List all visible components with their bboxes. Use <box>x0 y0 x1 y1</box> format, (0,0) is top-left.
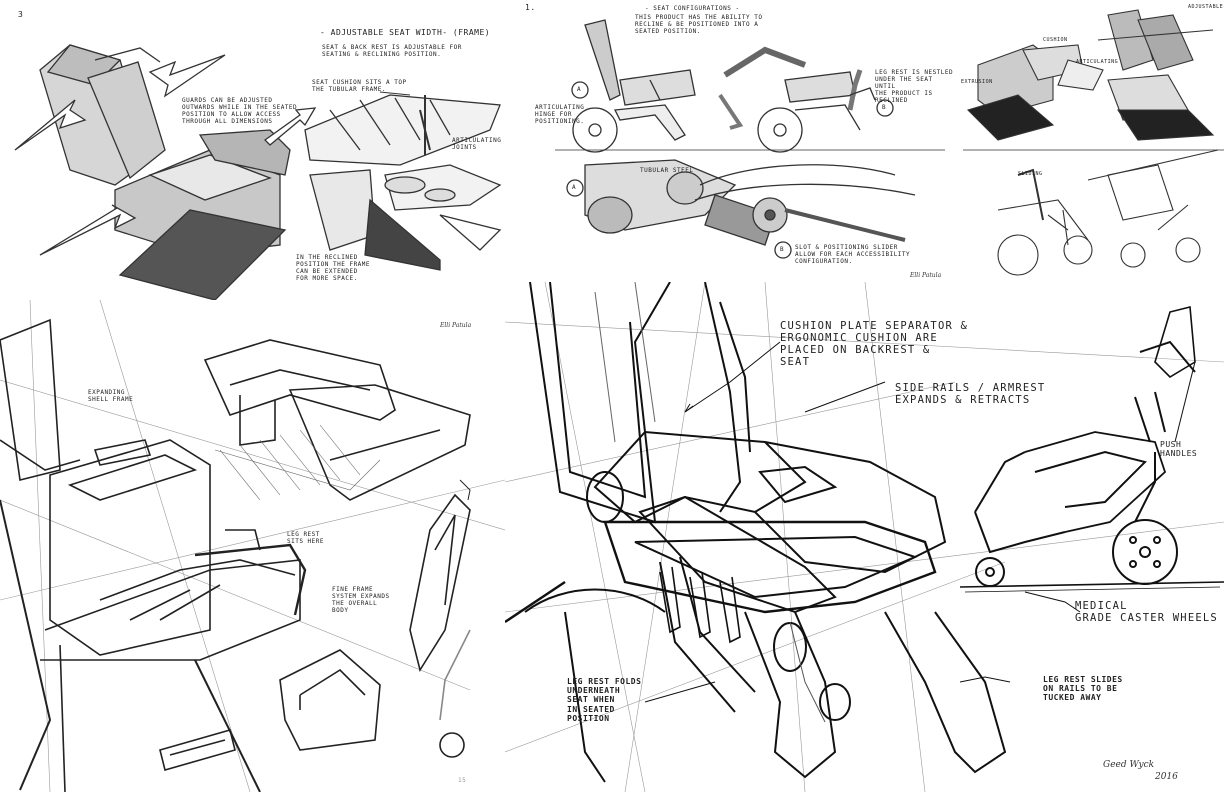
note-legrest-folds: Leg rest folds underneath seat when in s… <box>567 677 642 723</box>
note-guards: Guards can be adjusted outwards while in… <box>182 97 298 125</box>
artist-signature: Geed Wyck <box>1103 760 1155 770</box>
note-push-handles: Push handles <box>1160 440 1198 459</box>
artist-signature: Elli Patula <box>440 322 472 329</box>
note-fine-frame: Fine frame system expands the overall bo… <box>332 586 390 614</box>
callout-label-b: B <box>882 104 887 111</box>
note-joints: Articulating joints <box>452 137 502 151</box>
seat-configurations-sketch <box>555 19 945 259</box>
callout-label-a-detail: A <box>572 184 577 191</box>
note-reclined: In the reclined position the frame can b… <box>296 254 371 282</box>
note-legrest-sits: Leg rest sits here <box>287 531 325 545</box>
callout-label-b-detail: B <box>780 246 785 253</box>
sketch-panel-final-wheelchair: Cushion plate separator & ergonomic cush… <box>505 282 1224 792</box>
signature-date: 2016 <box>1155 772 1178 782</box>
note-slot: Slot & positioning slider allow for each… <box>795 244 911 265</box>
page-marker: 15 <box>458 777 467 784</box>
sketch-panel-seat-width: 3 - Adjustable Seat Width- (Frame) Seat … <box>0 0 510 300</box>
note-tubular: Tubular steel <box>640 167 694 174</box>
note-caster-wheels: Medical grade caster wheels <box>1075 600 1218 625</box>
note-cushion-plate: Cushion plate separator & ergonomic cush… <box>780 320 969 369</box>
note-legrest: Leg rest is nestled under the seat until… <box>875 69 954 104</box>
sketch-header: - Seat Configurations - <box>645 5 740 12</box>
seat-width-sketch <box>14 44 502 300</box>
note-extrusion: Extrusion <box>961 79 993 85</box>
sketch-subheader: Seat & Back Rest is Adjustable for Seati… <box>322 44 462 58</box>
sketch-panel-seat-configurations: 1. - Seat Configurations - This product … <box>515 0 955 290</box>
note-sliding: Sliding <box>1018 171 1043 177</box>
sketch-header: - Adjustable Seat Width- (Frame) <box>320 28 491 37</box>
note-expanding-shell: Expanding shell frame <box>88 389 134 403</box>
note-legrest-slides: Leg rest slides on rails to be tucked aw… <box>1043 675 1123 703</box>
page-number: 3 <box>18 10 24 19</box>
sketch-subheader: This product has the ability to recline … <box>635 14 763 35</box>
page-number: 1. <box>525 3 536 12</box>
callout-label-a: A <box>577 86 582 93</box>
note-articulating: Articulating <box>1076 59 1119 65</box>
note-adjustable: Adjustable <box>1188 4 1224 10</box>
note-hinge: Articulating hinge for positioning. <box>535 104 585 125</box>
exploded-view-sketch <box>963 9 1224 276</box>
sketch-panel-exploded: Extrusion Adjustable Cushion Articulatin… <box>958 0 1224 290</box>
shell-frame-sketch <box>0 300 505 792</box>
artist-signature: Elli Patula <box>910 272 942 279</box>
sketch-panel-shell-frame: Elli Patula Expanding shell frame Leg re… <box>0 300 505 792</box>
note-cushion: Cushion <box>1043 37 1068 43</box>
note-seat-cushion: Seat cushion sits a top the tubular fram… <box>312 79 407 93</box>
final-wheelchair-sketch <box>505 282 1224 792</box>
note-side-rails: Side rails / armrest expands & retracts <box>895 382 1046 407</box>
